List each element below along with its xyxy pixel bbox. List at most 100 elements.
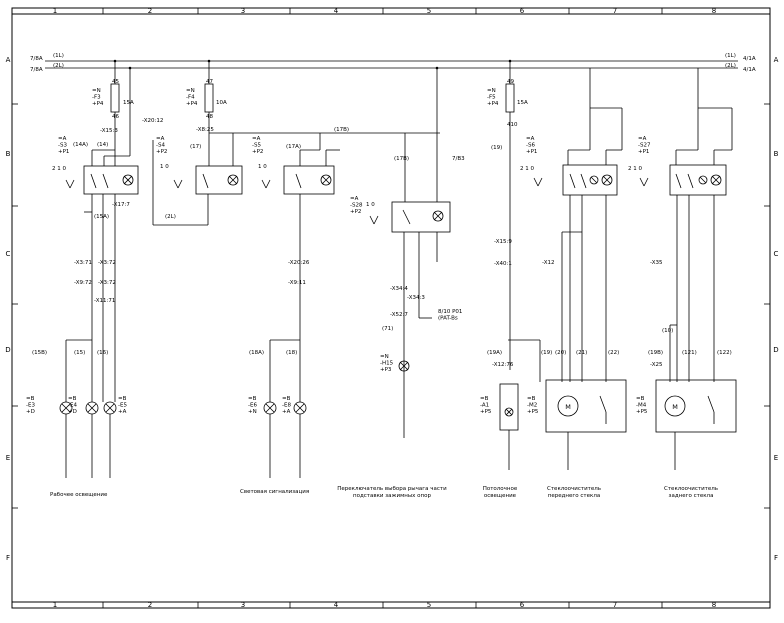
lamp-e6: =B-E6+N [248, 396, 277, 478]
bus-l1-left: 7/8A [30, 56, 43, 62]
row-label: B [774, 150, 779, 158]
bus-l2-tag: (2L) [53, 63, 64, 69]
wire-label: 7/B3 [452, 156, 465, 162]
motor-m4: M =B-M4+P5 [636, 379, 737, 470]
fuse-body [110, 83, 120, 113]
wire-label: (16) [97, 350, 108, 356]
row-label: E [6, 454, 10, 462]
connector-labels: -X15:3 -X20:12 -X8:25 -X17:7 -X3:71 -X3:… [74, 118, 663, 368]
fuse-pin: 49 [507, 79, 514, 85]
row-label: C [6, 250, 11, 258]
switch-s6: 2 1 0 =A-S6+P1 [520, 68, 623, 196]
fuse-pin: 45 [112, 79, 119, 85]
caption: Световая сигнализация [240, 489, 309, 495]
switch-ref: =A-S6+P1 [526, 136, 537, 155]
fuse-rating: 15A [517, 100, 528, 106]
row-label: A [774, 56, 779, 64]
connector-label: -X35 [650, 260, 663, 266]
switch-pos: 1 0 [258, 164, 267, 170]
fuse-f3: 15A 45 46 =N-F3+P4 [92, 61, 134, 133]
lamp-e8: =B-E8+A [282, 396, 307, 478]
connector-label: -X25 [650, 362, 663, 368]
lamp-e5: =B-E5+A [103, 396, 127, 478]
switch-s28: 1 0 =A-S28+P2 [350, 68, 451, 438]
lamp-h15: =N-H15+P3 [380, 354, 410, 373]
switch-ref: =A-S5+P2 [252, 136, 263, 155]
fuse-ref: =N-F5+P4 [487, 88, 499, 107]
row-ticks [12, 13, 770, 509]
wire-label: (19A) [487, 350, 502, 356]
fuse-f5: 15A 49 410 =N-F5+P4 [487, 61, 528, 370]
wire-label: (18A) [249, 350, 264, 356]
captions: Рабочее освещение Световая сигнализация … [50, 486, 718, 499]
connector-label: -X34:3 [407, 295, 425, 301]
col-label: 8 [712, 601, 716, 609]
wire-label: (14A) [73, 142, 88, 148]
bus-l1-right: 4/1A [743, 56, 756, 62]
row-label: B [6, 150, 11, 158]
bus-l2-left: 7/8A [30, 67, 43, 73]
connector-label: -X34:4 [390, 286, 408, 292]
col-label: 8 [712, 7, 716, 15]
row-label: A [6, 56, 11, 64]
col-label: 1 [53, 7, 57, 15]
wire-label: (15B) [32, 350, 47, 356]
row-label: F [6, 554, 10, 562]
wire-label: (19) [491, 145, 502, 151]
wire-label: (17B) [394, 156, 409, 162]
load-ref: =B-E4+D [68, 396, 77, 415]
row-labels: A B C D E F A B C D E F [5, 56, 778, 562]
caption: Переключатель выбора рычага части подста… [337, 486, 447, 499]
wire-label: (14) [97, 142, 108, 148]
col-label: 6 [520, 601, 525, 609]
col-label: 4 [334, 7, 339, 15]
col-label: 5 [427, 7, 431, 15]
col-label: 3 [241, 601, 245, 609]
connector-label: -X8:25 [196, 127, 214, 133]
fuse-f4: 10A 47 48 =N-F4+P4 [186, 61, 227, 133]
wire-label: (15) [74, 350, 85, 356]
connector-label: -X3:71 [74, 260, 92, 266]
bus-l2-rtag: (2L) [725, 63, 736, 69]
switch-ref: =A-S4+P2 [156, 136, 167, 155]
switch-ref: =A-S28+P2 [350, 196, 363, 215]
wire-label: (17B) [334, 127, 349, 133]
wire-label: (22) [608, 350, 619, 356]
row-label: D [5, 346, 10, 354]
connector-label: -X9:11 [288, 280, 306, 286]
wire-label: (21) [576, 350, 587, 356]
switch-s27: 2 1 0 =A-S27+P1 [628, 68, 733, 196]
connector-label: -X3:72 [98, 260, 116, 266]
switch-pos: 1 0 [160, 164, 169, 170]
lamp-a1: =B-A1+P5 [480, 383, 519, 470]
switch-s3: 2 1 0 =A-S3+P1 [52, 68, 139, 195]
switch-pos: 2 1 0 [628, 166, 642, 172]
connector-label: -X11:71 [94, 298, 115, 304]
fuse-pin: 47 [206, 79, 213, 85]
fuse-rating: 10A [216, 100, 227, 106]
caption: Стеклоочиститель переднего стекла [547, 486, 601, 499]
fuse-body [505, 83, 515, 113]
switch-pos: 2 1 0 [52, 166, 66, 172]
wire-label: (122) [717, 350, 732, 356]
col-label: 4 [334, 601, 339, 609]
wire-label: (18) [286, 350, 297, 356]
fuse-pin: 46 [112, 114, 119, 120]
power-buses: 7/8A (1L) 7/8A (2L) (1L) 4/1A (2L) 4/1A [30, 53, 756, 73]
caption: Рабочее освещение [50, 492, 108, 498]
load-ref: =B-A1+P5 [480, 396, 492, 415]
wire-label: (20) [555, 350, 566, 356]
col-label: 2 [148, 601, 152, 609]
load-ref: =B-M4+P5 [636, 396, 648, 415]
wire-label: (15A) [94, 214, 109, 220]
caption: Стеклоочиститель заднего стекла [664, 486, 718, 499]
load-ref: =B-E8+A [282, 396, 291, 415]
switch-ref: =A-S3+P1 [58, 136, 69, 155]
switch-ref: =A-S27+P1 [638, 136, 651, 155]
load-ref: =N-H15+P3 [380, 354, 394, 373]
wire-labels: (14A) (14) (15A) (2L) (17) (17A) (17B) (… [32, 127, 732, 356]
bus-l1-tag: (1L) [53, 53, 64, 59]
connector-label: -X9:72 [74, 280, 92, 286]
wire-label: (10) [662, 328, 673, 334]
